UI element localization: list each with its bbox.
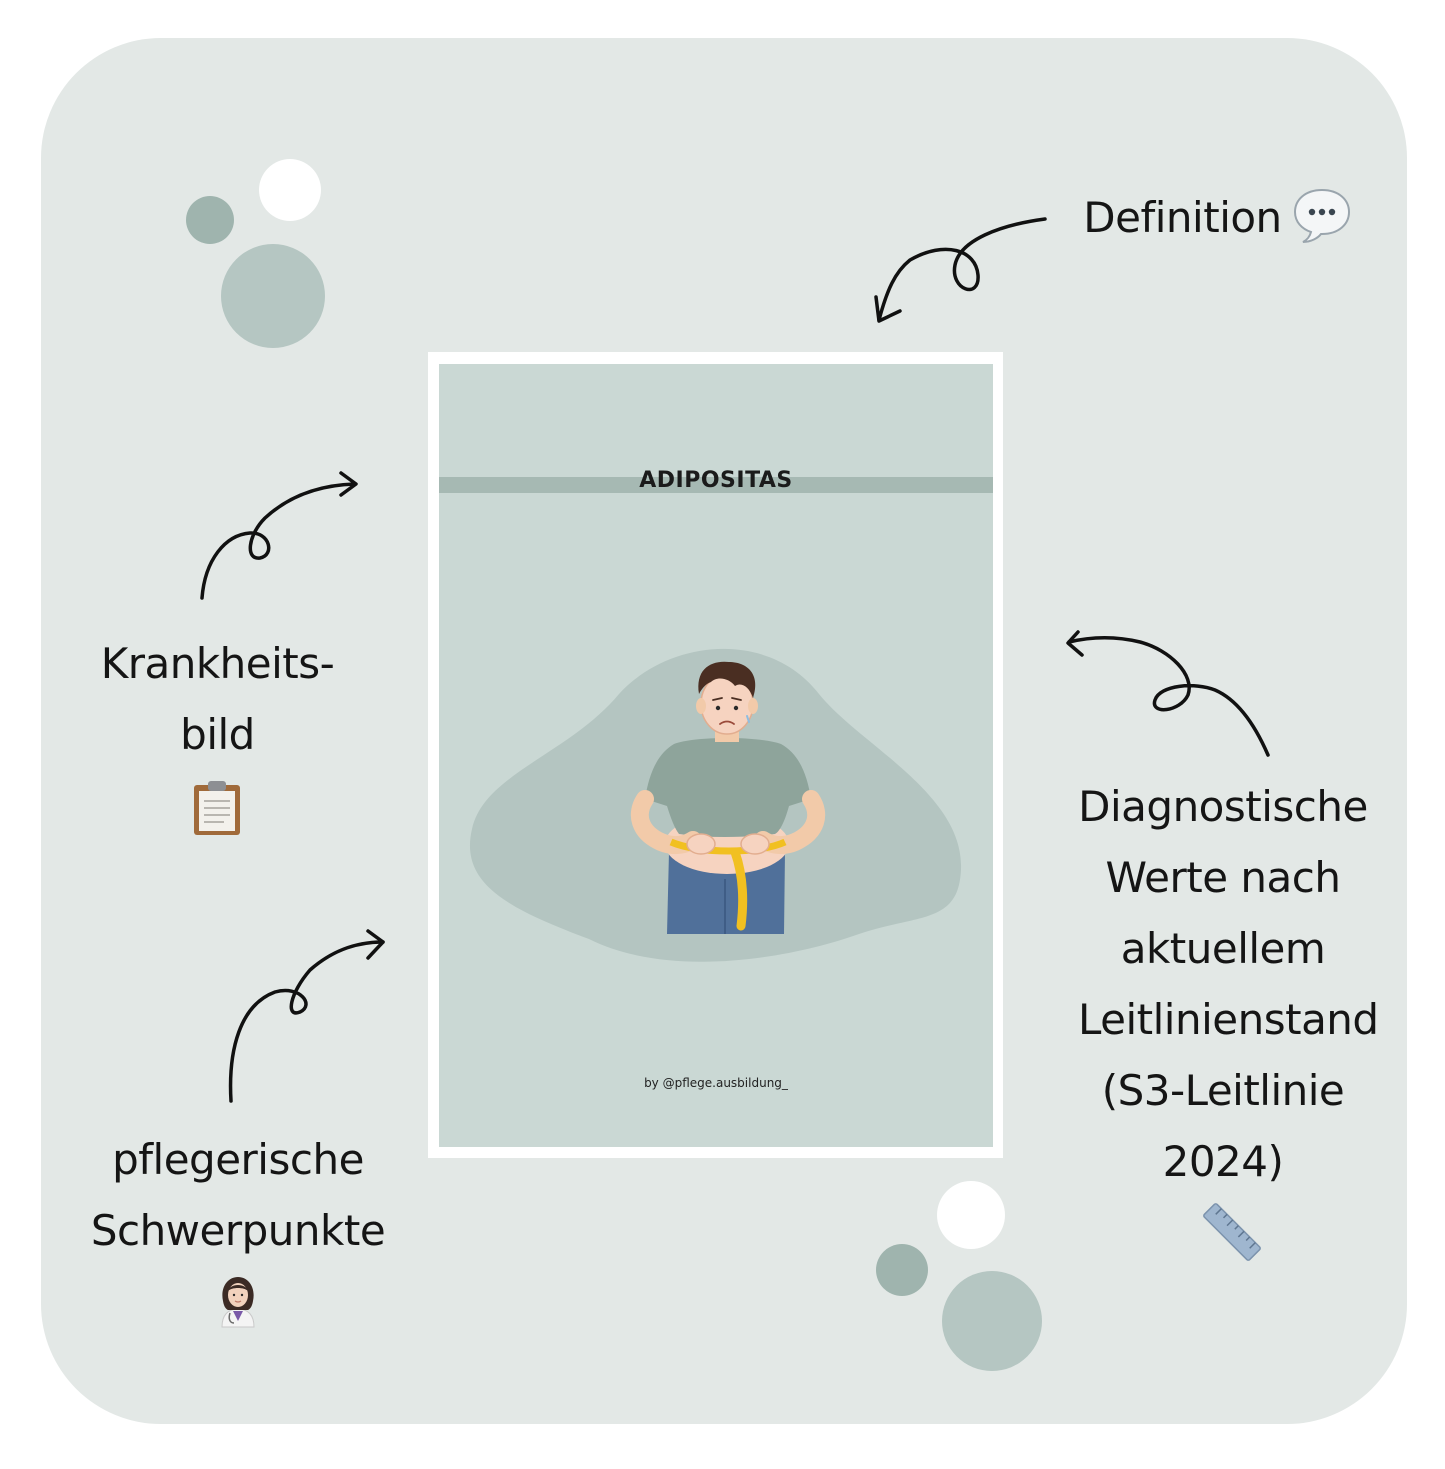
krankheitsbild-line: bild — [180, 710, 255, 759]
pflege-line: Schwerpunkte — [90, 1206, 386, 1255]
pflege-label: pflegerische Schwerpunkte — [88, 1124, 388, 1266]
krankheitsbild-label: Krankheits- bild — [85, 628, 350, 770]
definition-text: Definition — [1083, 193, 1282, 242]
arrow-diagnostik-head — [1066, 630, 1084, 657]
title-band — [439, 477, 993, 493]
ruler-icon — [1203, 1203, 1261, 1261]
arrow-krankheitsbild-head — [339, 471, 358, 497]
arrow-pflege — [228, 940, 385, 1103]
arrow-diagnostik — [1067, 636, 1270, 757]
arrow-pflege-head — [366, 929, 385, 960]
person-measuring-waist-illustration — [469, 648, 962, 962]
arrow-definition — [877, 217, 1047, 322]
cover-card: ADIPOSITAS by @pflege.aus — [439, 364, 993, 1147]
decor-dot-small — [876, 1244, 928, 1296]
decor-dot-white — [937, 1181, 1005, 1249]
decor-dot-large — [221, 244, 325, 348]
decor-dot-small — [186, 196, 234, 244]
diagnostik-line: (S3-Leitlinie — [1101, 1066, 1345, 1115]
krankheitsbild-line: Krankheits- — [100, 639, 335, 688]
clipboard-icon — [194, 781, 240, 835]
card-byline: by @pflege.ausbildung_ — [644, 1076, 788, 1090]
health-worker-icon — [221, 1277, 255, 1328]
pflege-line: pflegerische — [112, 1135, 364, 1184]
diagnostik-line: Werte nach — [1105, 853, 1341, 902]
decor-dot-white — [259, 159, 321, 221]
diagnostik-line: 2024) — [1162, 1137, 1284, 1186]
definition-label: Definition — [1080, 182, 1285, 253]
diagnostik-line: Leitlinienstand — [1078, 995, 1379, 1044]
arrow-definition-head — [874, 295, 902, 323]
decor-dot-large — [942, 1271, 1042, 1371]
diagnostik-line: aktuellem — [1120, 924, 1326, 973]
arrow-krankheitsbild — [200, 482, 357, 600]
diagnostik-line: Diagnostische — [1078, 782, 1368, 831]
card-title: ADIPOSITAS — [639, 468, 793, 493]
diagnostik-label: Diagnostische Werte nach aktuellem Leitl… — [1078, 771, 1379, 1197]
speech-bubble-icon — [1293, 188, 1351, 243]
